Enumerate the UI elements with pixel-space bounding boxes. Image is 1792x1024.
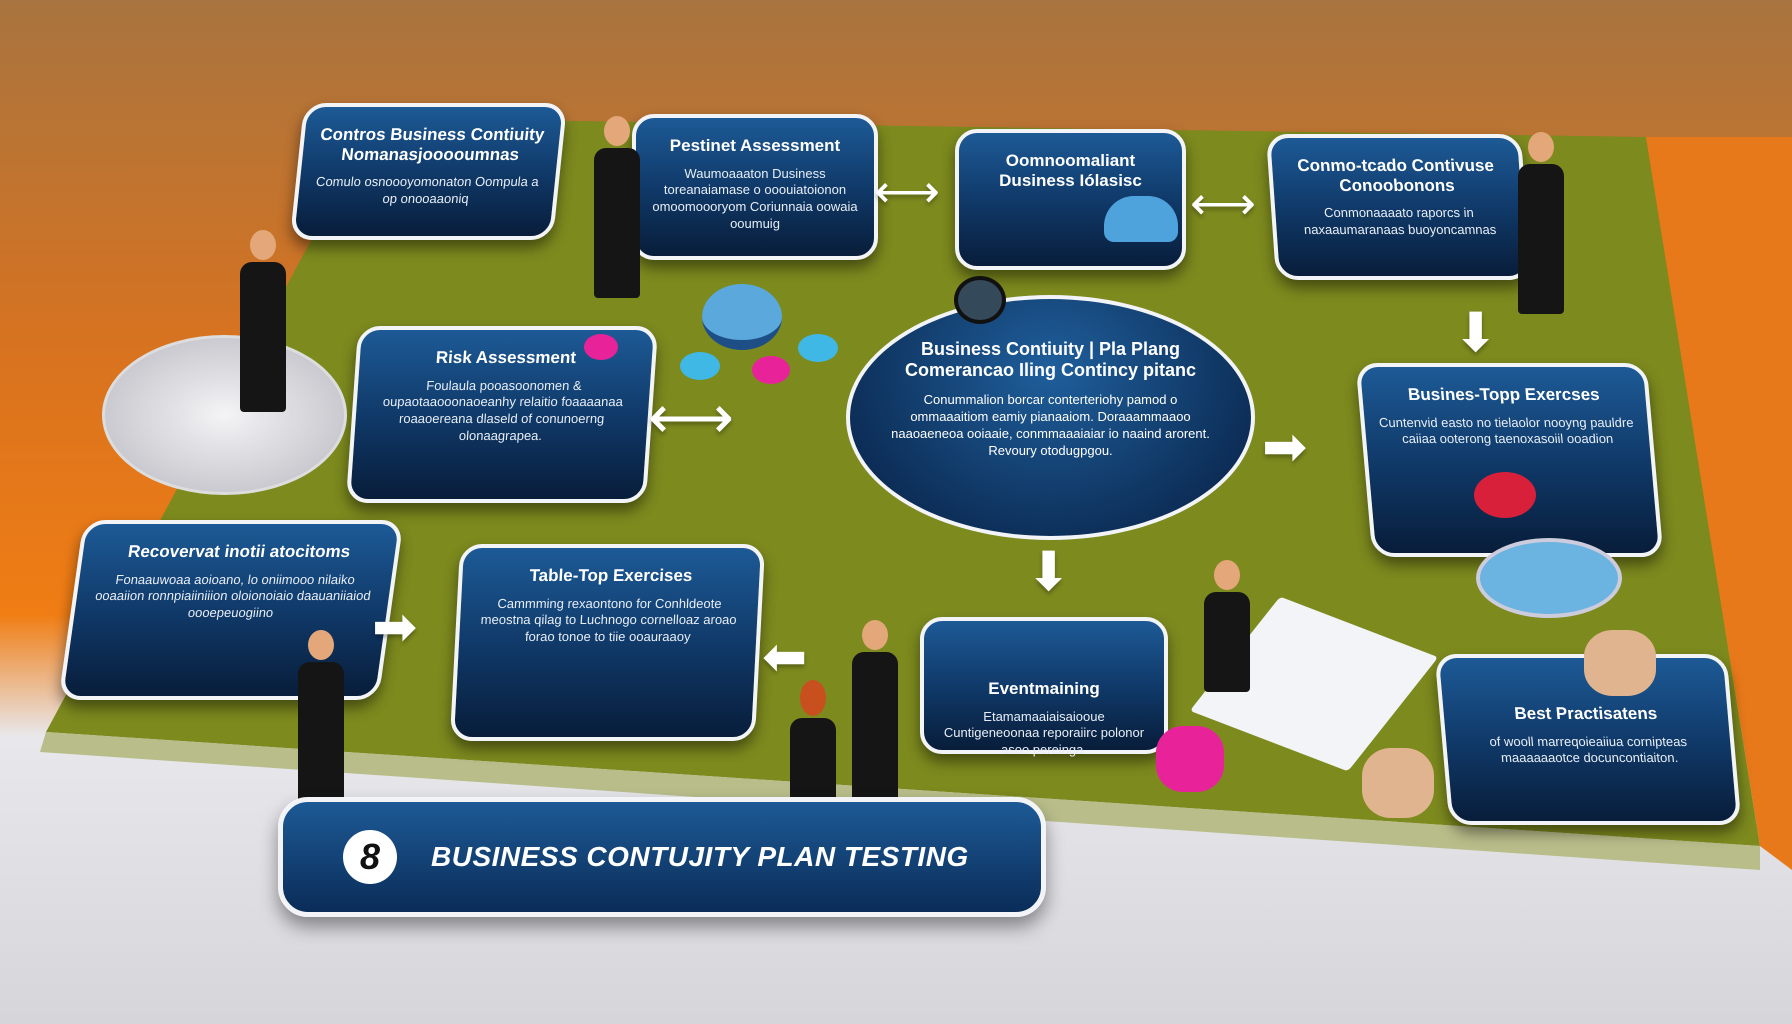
database-stack-icon (1476, 538, 1622, 618)
center-plan-node[interactable]: Business Contiuity | Pla Plang Comeranca… (846, 295, 1255, 540)
businessman-figure (594, 116, 640, 298)
businessman-figure (1204, 560, 1250, 692)
title-banner: 8 BUSINESS CONTUJITY PLAN TESTING (278, 797, 1046, 917)
pink-stack-icon (1156, 726, 1224, 792)
arrow-down-icon: ⬇ (1026, 542, 1072, 602)
cyan-button-icon (798, 334, 838, 362)
banner-title: BUSINESS CONTUJITY PLAN TESTING (431, 841, 969, 872)
cloud-icon (1104, 196, 1178, 242)
arrow-left-right-icon: ⟷ (874, 165, 940, 217)
pink-button-icon (752, 356, 790, 384)
red-cylinder-icon (1474, 472, 1536, 518)
pink-button-icon (584, 334, 618, 360)
pie-chart-icon (102, 335, 347, 495)
arrow-left-right-icon: ⟷ (1190, 177, 1256, 229)
arrow-left-right-icon: ⟷ (648, 384, 735, 451)
arrow-right-icon: ➡ (1262, 417, 1308, 477)
arrow-right-icon: ➡ (372, 597, 418, 657)
arrow-left-icon: ⬅ (762, 627, 808, 687)
database-icon (702, 284, 782, 350)
magnifier-icon (954, 276, 1006, 324)
coin-stack-icon (1362, 748, 1434, 818)
card-business-continuity[interactable]: Contros Business Contiuity Nomanasjoooou… (289, 103, 568, 240)
businessman-figure (240, 230, 286, 412)
coin-stack-icon (1584, 630, 1656, 696)
step-number-badge: 8 (343, 830, 397, 884)
arrow-down-icon: ⬇ (1453, 303, 1499, 363)
businessman-figure (1518, 132, 1564, 314)
cyan-button-icon (680, 352, 720, 380)
